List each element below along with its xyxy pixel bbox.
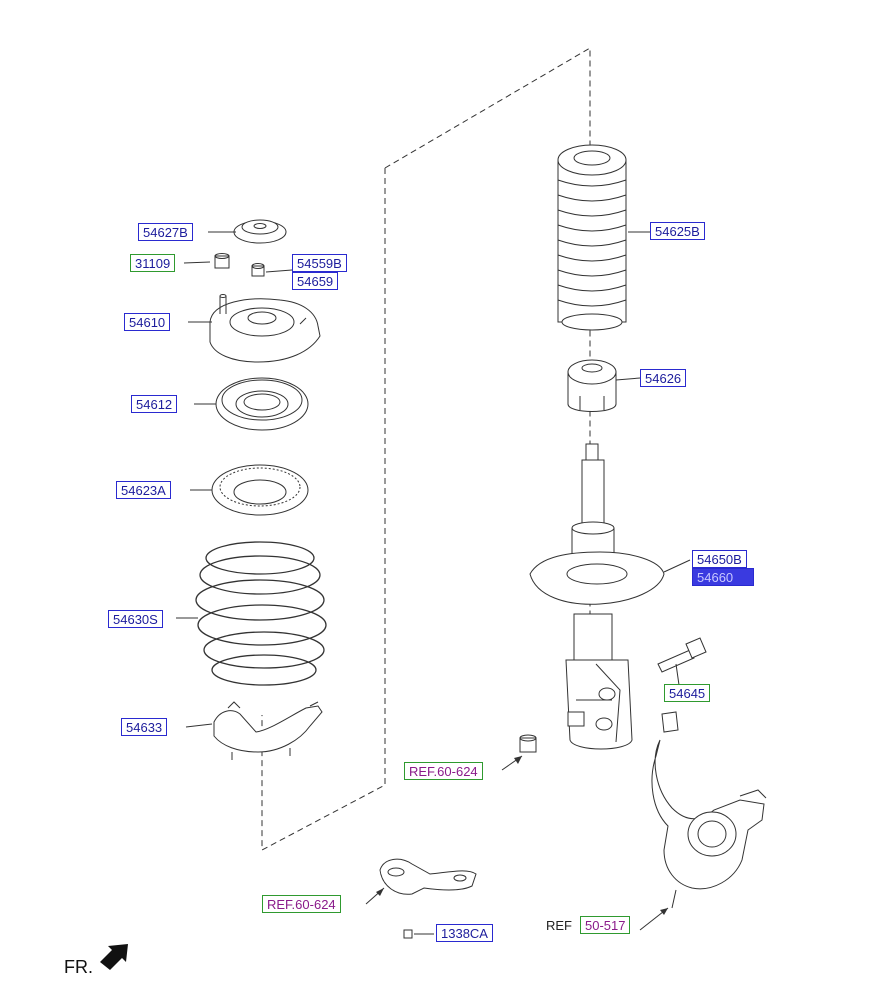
label-54626[interactable]: 54626 bbox=[640, 369, 687, 387]
front-direction-arrow-icon bbox=[100, 944, 128, 970]
lower-spring-pad-part bbox=[213, 701, 323, 760]
strut-bolt-part bbox=[657, 637, 707, 673]
steering-knuckle-part bbox=[651, 711, 767, 909]
ref-prefix-label: REF bbox=[546, 918, 572, 933]
lock-nut-part bbox=[251, 263, 265, 277]
spring-pad-part bbox=[211, 464, 309, 516]
label-54633[interactable]: 54633 bbox=[121, 718, 168, 736]
label-31109[interactable]: 31109 bbox=[130, 254, 176, 272]
ref-60-624-lower[interactable]: REF.60-624 bbox=[262, 895, 341, 913]
ref-50-517[interactable]: 50-517 bbox=[580, 916, 631, 934]
label-54559B[interactable]: 54559B bbox=[292, 254, 347, 272]
strut-assembly-part bbox=[529, 443, 665, 750]
insulator-washer-part bbox=[233, 219, 287, 244]
strut-mount-part bbox=[209, 294, 321, 363]
label-54623A[interactable]: 54623A bbox=[116, 481, 171, 499]
label-1338CA[interactable]: 1338CA bbox=[436, 924, 493, 942]
coil-spring-part bbox=[195, 541, 327, 686]
label-54660[interactable]: 54660 bbox=[692, 568, 754, 586]
bump-stopper-part bbox=[567, 359, 617, 412]
small-nut-part bbox=[214, 253, 230, 269]
label-54645[interactable]: 54645 bbox=[664, 684, 711, 702]
screw-part bbox=[403, 929, 413, 939]
leader-arrowheads bbox=[376, 756, 668, 915]
ref-60-624-upper[interactable]: REF.60-624 bbox=[404, 762, 483, 780]
label-54612[interactable]: 54612 bbox=[131, 395, 178, 413]
front-indicator-label: FR. bbox=[64, 957, 93, 977]
label-54630S[interactable]: 54630S bbox=[108, 610, 163, 628]
lower-bracket-part bbox=[379, 858, 477, 895]
label-54625B[interactable]: 54625B bbox=[650, 222, 705, 240]
dust-boot-part bbox=[557, 144, 627, 331]
label-54610[interactable]: 54610 bbox=[124, 313, 171, 331]
label-54659[interactable]: 54659 bbox=[292, 272, 339, 290]
flange-nut-part bbox=[519, 734, 537, 753]
strut-bearing-part bbox=[215, 377, 309, 431]
label-54650B[interactable]: 54650B bbox=[692, 550, 747, 568]
dashed-assembly-frame bbox=[261, 47, 591, 851]
label-54627B[interactable]: 54627B bbox=[138, 223, 193, 241]
